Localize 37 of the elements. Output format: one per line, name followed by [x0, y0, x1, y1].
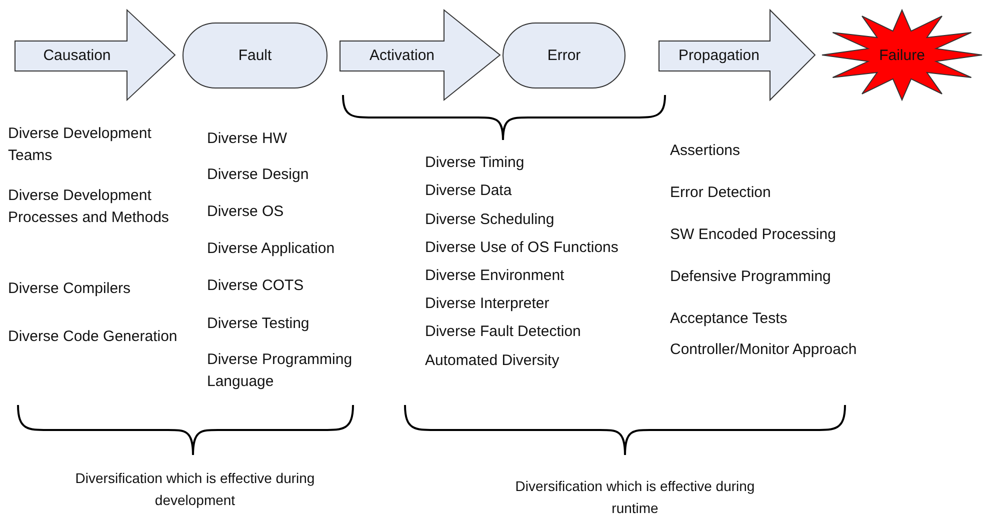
node-label: Failure: [879, 46, 925, 64]
list-item: Diverse Testing: [207, 314, 310, 334]
list-item: Diverse Timing: [425, 153, 526, 173]
caption-text: Diversification which is effective during runtime: [514, 477, 756, 516]
list-item: Diverse Data: [425, 181, 513, 201]
list-item: Assertions: [670, 141, 742, 161]
list-item: Diverse Environment: [425, 266, 566, 286]
list-item: SW Encoded Processing: [670, 225, 837, 245]
node-label: Causation: [43, 46, 111, 64]
list-item: Diverse Interpreter: [425, 294, 550, 314]
list-item: Diverse Development Teams: [8, 124, 152, 166]
list-item: Diverse Scheduling: [425, 210, 556, 230]
list-item: Controller/Monitor Approach: [670, 340, 858, 360]
starburst-shape: [822, 10, 982, 100]
list-item: Diverse Code Generation: [8, 327, 178, 347]
arrow-shape: [659, 10, 815, 100]
list-item: Diverse HW: [207, 129, 288, 149]
arrow-shape: [340, 10, 500, 100]
list-item: Diverse Fault Detection: [425, 322, 582, 342]
list-item: Diverse Development Processes and Methods: [8, 186, 170, 228]
list-item: Error Detection: [670, 183, 772, 203]
arrow-shape: [15, 10, 175, 100]
list-item: Diverse Design: [207, 165, 310, 185]
node-label: Error: [547, 47, 581, 64]
caption-text: Diversification which is effective during development: [74, 469, 316, 510]
list-item: Acceptance Tests: [670, 309, 788, 329]
list-item: Diverse COTS: [207, 276, 305, 296]
list-item: Diverse Application: [207, 239, 336, 259]
list-item: Diverse Programming Language: [207, 350, 354, 392]
node-label: Propagation: [678, 46, 760, 64]
node-label: Activation: [369, 46, 435, 64]
list-item: Defensive Programming: [670, 267, 832, 287]
list-item: Diverse OS: [207, 202, 285, 222]
list-item: Diverse Use of OS Functions: [425, 238, 620, 258]
list-item: Diverse Compilers: [8, 279, 132, 299]
node-label: Fault: [238, 47, 272, 64]
list-item: Automated Diversity: [425, 351, 560, 371]
